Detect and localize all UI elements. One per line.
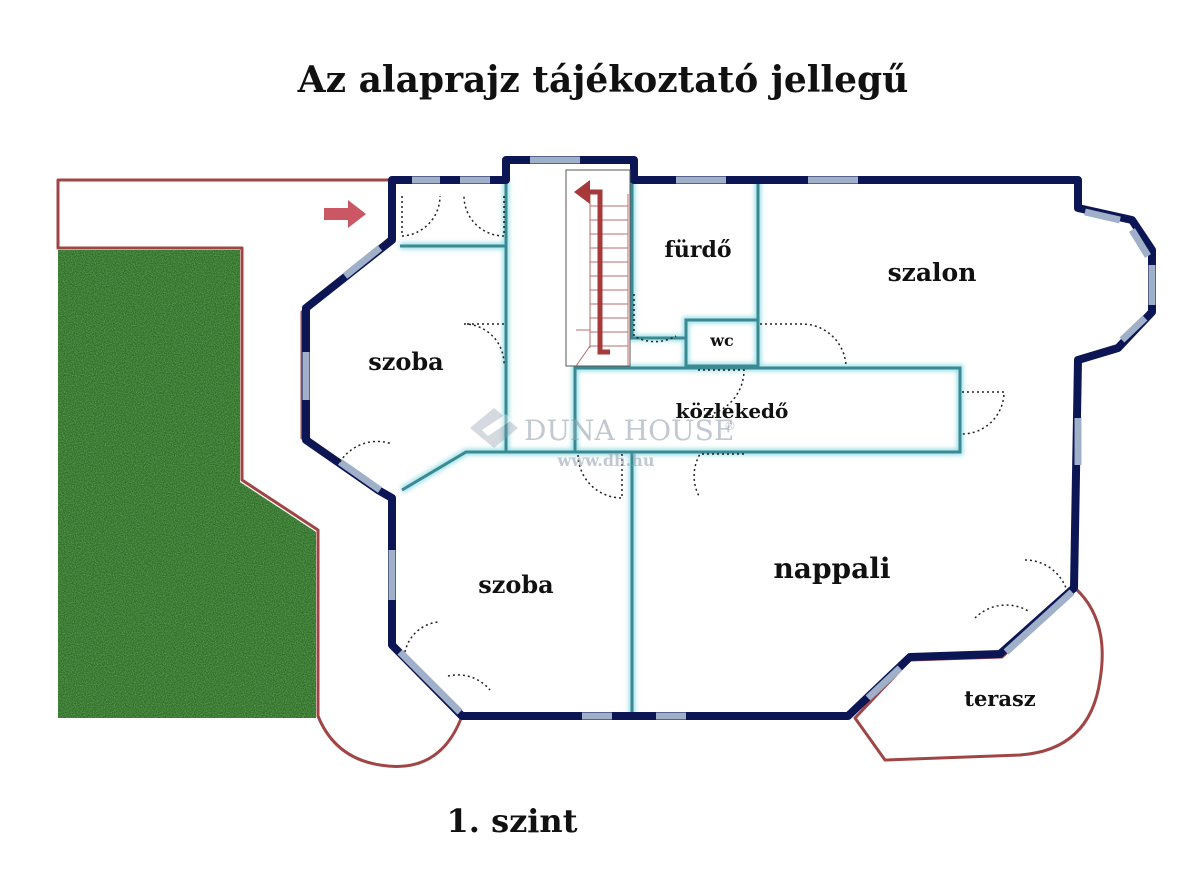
room-label-szoba-top: szoba — [368, 347, 443, 376]
doors — [339, 195, 1067, 691]
watermark-url: www.dh.hu — [557, 451, 655, 470]
room-label-nappali: nappali — [773, 552, 890, 585]
duna-house-logo-icon — [470, 408, 518, 448]
room-label-szalon: szalon — [888, 258, 977, 287]
watermark-reg: ® — [724, 419, 736, 433]
room-label-furdo: fürdő — [664, 237, 731, 263]
watermark-brand: DUNA HOUSE — [524, 414, 734, 447]
room-label-szoba-bottom: szoba — [478, 570, 553, 599]
level-label: 1. szint — [447, 802, 578, 840]
stairs-icon — [565, 169, 631, 367]
entrance-arrow-icon — [324, 200, 366, 228]
room-label-wc: wc — [709, 331, 734, 350]
windows — [302, 156, 1156, 720]
terrace-outline — [853, 586, 1104, 762]
room-label-terasz: terasz — [964, 686, 1036, 711]
plan-title: Az alaprajz tájékoztató jellegű — [297, 59, 909, 101]
room-label-kozlekedo: közlekedő — [676, 399, 789, 423]
garden-texture — [58, 250, 316, 718]
